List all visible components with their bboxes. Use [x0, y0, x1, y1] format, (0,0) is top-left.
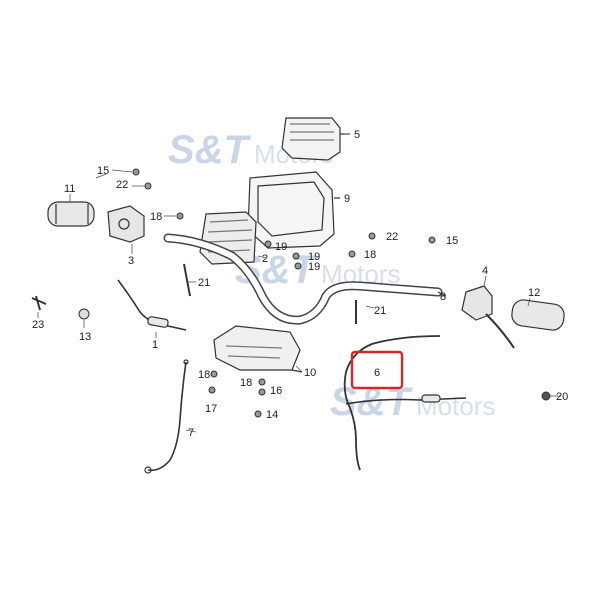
label-13: 13	[79, 331, 91, 343]
label-10: 10	[304, 367, 316, 379]
upper-cover-part	[281, 117, 350, 161]
nut-13	[78, 308, 90, 320]
label-20: 20	[556, 391, 568, 403]
screw-14	[254, 410, 262, 418]
handlebar-part	[163, 233, 447, 325]
label-18a: 18	[150, 211, 162, 223]
left-switch-part	[107, 205, 145, 243]
label-2: 2	[262, 253, 268, 265]
screw-18b	[348, 250, 356, 258]
part-labels: 11 3 15 22 18 21 23 13 1 2 19 19 19 5 9 …	[32, 129, 568, 439]
label-19b: 19	[308, 251, 320, 263]
bolt-23	[31, 295, 47, 311]
label-22b: 22	[386, 231, 398, 243]
screw-17	[208, 386, 216, 394]
label-18d: 18	[240, 377, 252, 389]
screw-18c	[210, 370, 218, 378]
headlight-housing-part	[247, 171, 340, 249]
label-5: 5	[354, 129, 360, 141]
screw-15b	[428, 236, 436, 244]
label-21b: 21	[374, 305, 386, 317]
label-23: 23	[32, 319, 44, 331]
label-17: 17	[205, 403, 217, 415]
screw-19b	[292, 252, 300, 260]
lower-bracket-part	[213, 325, 303, 373]
long-cable-part	[144, 359, 189, 474]
label-15b: 15	[446, 235, 458, 247]
label-7: 7	[188, 427, 194, 439]
label-12: 12	[528, 287, 540, 299]
leader-lines	[37, 133, 560, 433]
label-19a: 19	[275, 241, 287, 253]
watermark-brand: S&T	[168, 128, 248, 172]
label-1: 1	[152, 339, 158, 351]
label-22a: 22	[116, 179, 128, 191]
label-3: 3	[128, 255, 134, 267]
right-grip-part	[511, 299, 565, 331]
label-18c: 18	[198, 369, 210, 381]
bolt-21a	[183, 263, 191, 297]
screw-19c	[294, 262, 302, 270]
label-19c: 19	[308, 261, 320, 273]
label-18b: 18	[364, 249, 376, 261]
label-8: 8	[440, 291, 446, 303]
highlight-box	[350, 350, 404, 390]
label-21a: 21	[198, 277, 210, 289]
label-9: 9	[344, 193, 350, 205]
left-cable-part	[117, 279, 187, 331]
right-lever-part	[461, 285, 515, 349]
plug-20	[541, 391, 551, 401]
screw-22b	[368, 232, 376, 240]
screw-18d	[258, 378, 266, 386]
label-6: 6	[374, 367, 380, 379]
label-15a: 15	[97, 165, 109, 177]
label-16: 16	[270, 385, 282, 397]
screw-18a	[176, 212, 184, 220]
label-4: 4	[482, 265, 488, 277]
label-11: 11	[64, 183, 75, 195]
left-grip-part	[47, 201, 95, 227]
screw-16	[258, 388, 266, 396]
screw-19a	[264, 240, 272, 248]
screw-15a	[132, 168, 140, 176]
highlighted-cable-part	[343, 335, 467, 471]
label-14: 14	[266, 409, 278, 421]
